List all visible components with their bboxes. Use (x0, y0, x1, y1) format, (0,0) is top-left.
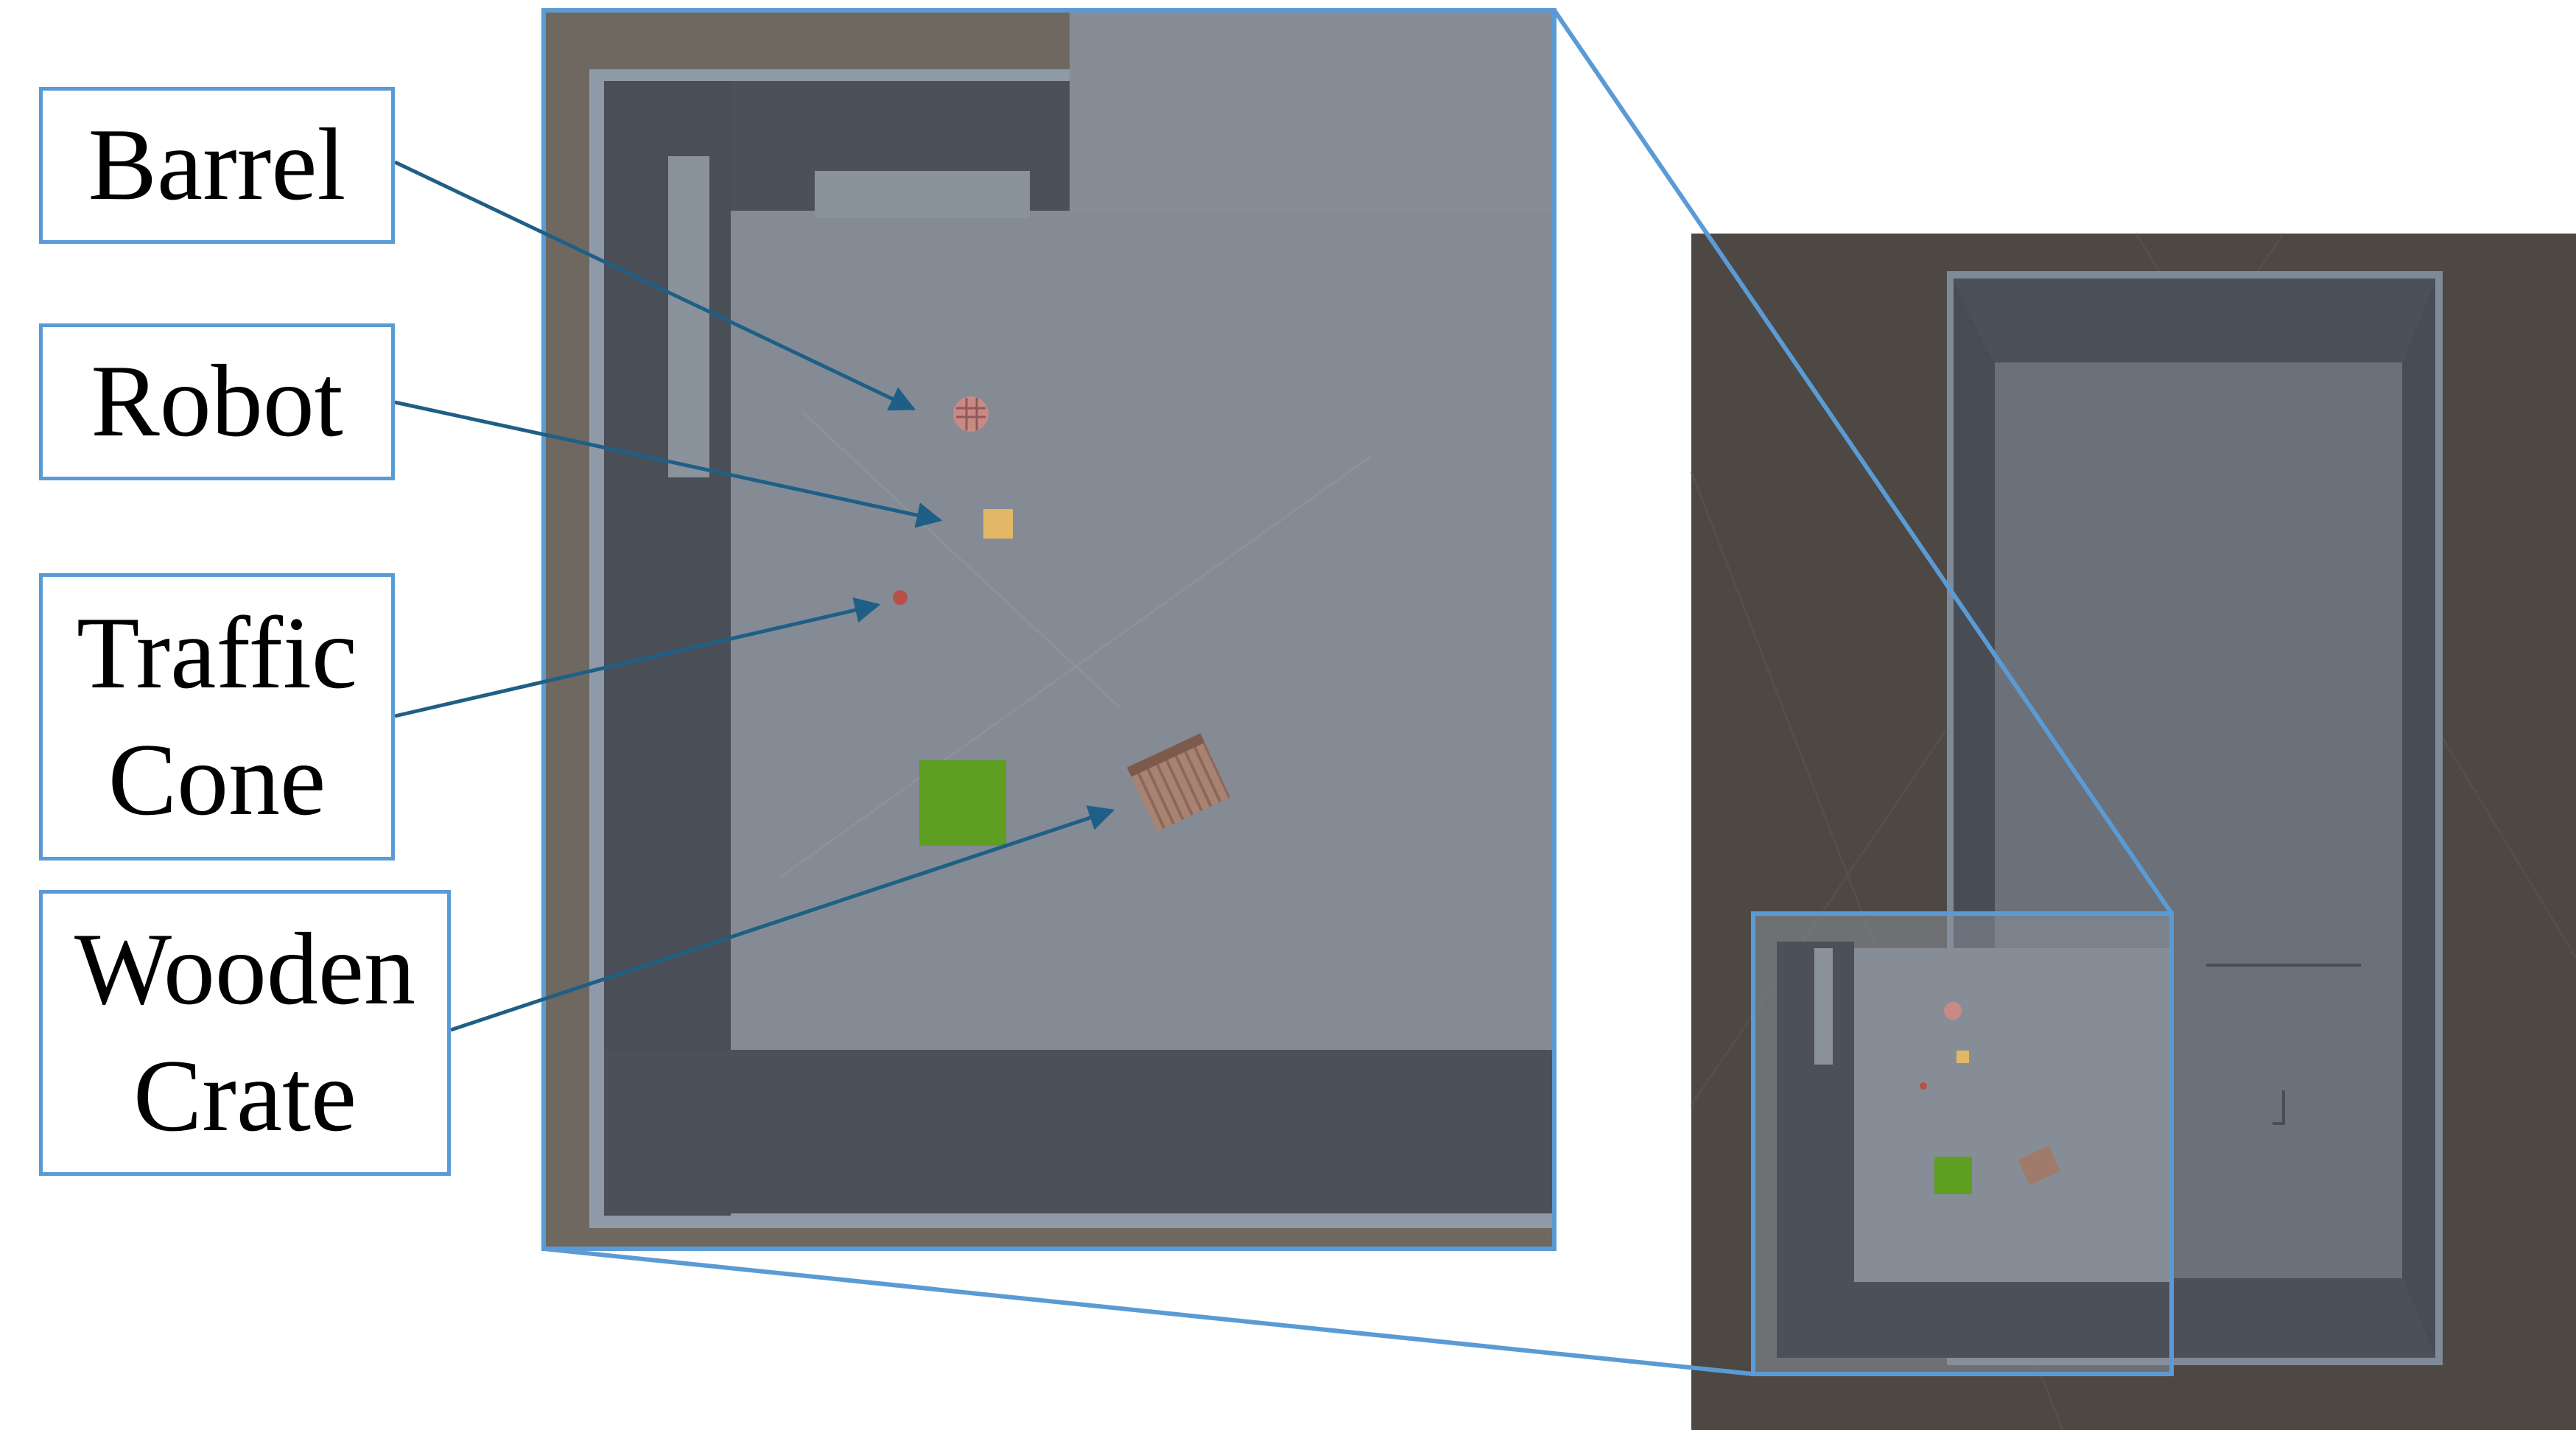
wooden-crate (1126, 733, 1231, 832)
overview-selection-inner-floor (1854, 948, 2172, 1282)
overview-wall-top (1954, 278, 2435, 362)
wooden-crate-label-box: Wooden Crate (39, 890, 451, 1176)
zoom-wall-rim-top (589, 68, 1070, 83)
overview-green-tile (1934, 1157, 1972, 1194)
overview-crate (2018, 1146, 2060, 1185)
zoom-connectors (543, 9, 2174, 1376)
zoom-frame (541, 8, 1557, 1251)
connector-bottom (543, 1247, 1754, 1376)
zoomed-scene (541, 8, 1557, 1251)
barrel-label: Barrel (88, 108, 346, 222)
green-tile (919, 760, 1006, 846)
overview-floor-mark-2 (2273, 1090, 2285, 1125)
zoom-floor-lines (780, 411, 1371, 878)
traffic-cone (893, 590, 908, 605)
overview-wall-right (2402, 278, 2435, 1358)
overview-selection-pillar (1814, 948, 1833, 1065)
zoom-wall-left (604, 81, 731, 1216)
zoom-wall-rim-bottom (589, 1212, 1554, 1228)
overview-robot (1956, 1051, 1969, 1063)
overview-barrel (1944, 1002, 1962, 1020)
zoom-pillar (668, 156, 709, 477)
barrel-arrow (393, 160, 916, 411)
overview-map (1690, 233, 2576, 1430)
zoom-ledge (815, 171, 1030, 218)
wooden-crate-label: Wooden Crate (74, 911, 416, 1153)
robot-label: Robot (91, 344, 343, 459)
robot-arrow (394, 400, 943, 528)
zoom-floor (731, 211, 1554, 1050)
traffic-cone-arrow (394, 597, 881, 718)
leader-arrows (393, 160, 1115, 1032)
robot (983, 509, 1013, 539)
zoom-floor-top-notch (1070, 10, 1554, 211)
overview-selection-wall-bottom (1777, 1282, 2172, 1358)
traffic-cone-label-box: Traffic Cone (39, 573, 395, 861)
barrel-label-box: Barrel (39, 87, 395, 244)
zoom-ground-top (544, 10, 1070, 69)
overview-traffic-cone (1920, 1082, 1927, 1090)
traffic-cone-label: Traffic Cone (76, 595, 358, 837)
zoom-wall-bottom (604, 1050, 1554, 1213)
robot-label-box: Robot (39, 323, 395, 480)
barrel (953, 396, 989, 432)
wooden-crate-arrow (450, 805, 1115, 1032)
connector-top (1552, 9, 2174, 915)
overview-selection-frame (1751, 911, 2174, 1376)
